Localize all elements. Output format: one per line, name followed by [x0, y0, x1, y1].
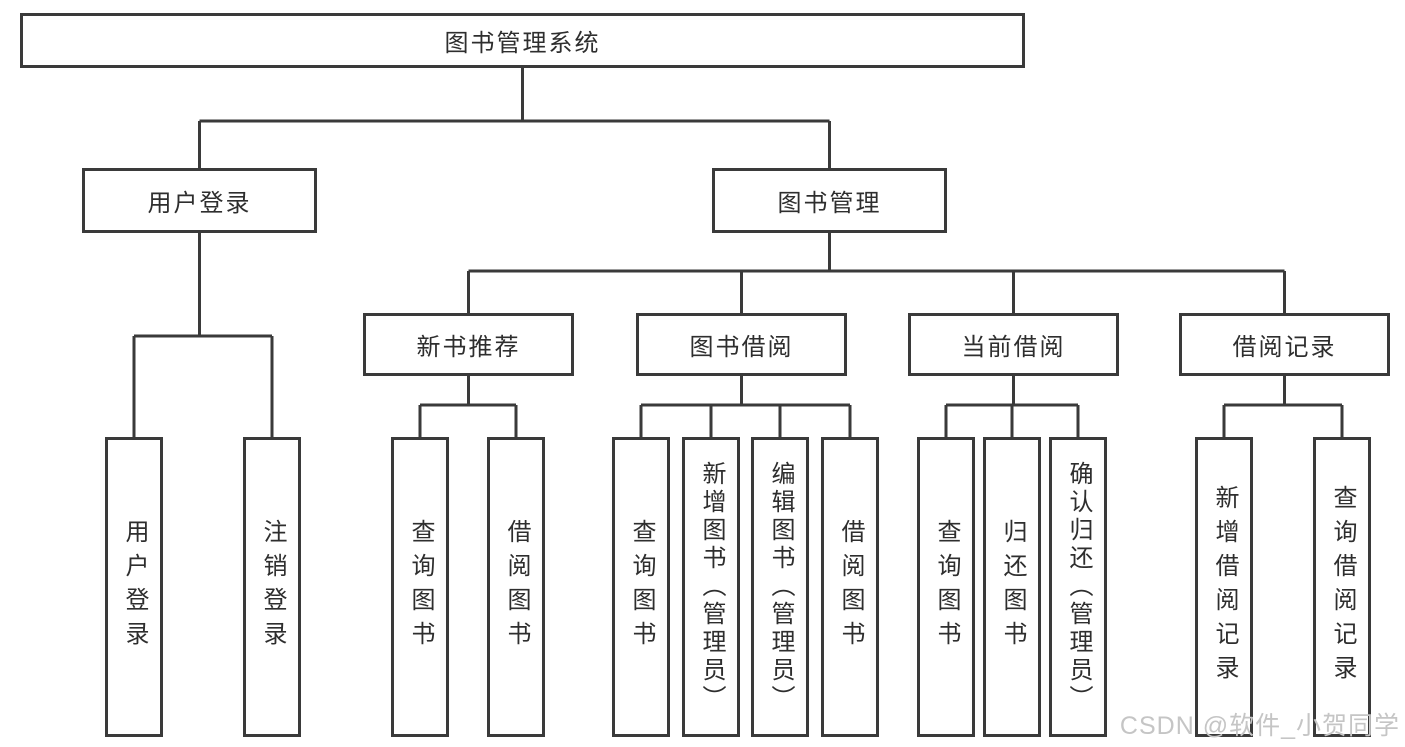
- node-label: 当前借阅: [961, 334, 1066, 361]
- leaf-query-books-borrow: 查询图书: [612, 437, 670, 737]
- node-label: 借阅记录: [1232, 334, 1337, 361]
- node-label: 新增借阅记录: [1211, 485, 1238, 689]
- leaf-logout: 注销登录: [243, 437, 301, 737]
- node-label: 注销登录: [259, 519, 286, 655]
- node-label: 查询图书: [933, 519, 960, 655]
- node-label: 用户登录: [121, 519, 148, 655]
- node-label: 图书借阅: [689, 334, 794, 361]
- node-label: 借阅图书: [837, 519, 864, 655]
- node-user-login: 用户登录: [82, 168, 317, 233]
- node-root: 图书管理系统: [20, 13, 1025, 68]
- leaf-add-borrow-record: 新增借阅记录: [1195, 437, 1253, 737]
- node-label: 查询图书: [407, 519, 434, 655]
- node-label: 查询借阅记录: [1329, 485, 1356, 689]
- node-label: 借阅图书: [503, 519, 530, 655]
- leaf-user-login: 用户登录: [105, 437, 163, 737]
- branch-borrow-records: [1222, 376, 1344, 437]
- node-label: 用户登录: [147, 190, 252, 217]
- node-label: 新增图书（管理员）: [698, 461, 725, 713]
- leaf-return-book: 归还图书: [983, 437, 1041, 737]
- node-current-borrow: 当前借阅: [908, 313, 1119, 376]
- branch-root: [198, 68, 831, 168]
- node-label: 编辑图书（管理员）: [767, 461, 794, 713]
- node-label: 归还图书: [999, 519, 1026, 655]
- leaf-edit-book-admin: 编辑图书（管理员）: [751, 437, 809, 737]
- node-new-book-recommend: 新书推荐: [363, 313, 574, 376]
- node-label: 查询图书: [628, 519, 655, 655]
- node-book-management: 图书管理: [712, 168, 947, 233]
- leaf-query-books-recommend: 查询图书: [391, 437, 449, 737]
- node-book-borrow: 图书借阅: [636, 313, 847, 376]
- node-label: 图书管理: [777, 190, 882, 217]
- watermark-text: CSDN @软件_小贺同学: [1119, 712, 1400, 740]
- leaf-borrow-books-recommend: 借阅图书: [487, 437, 545, 737]
- node-label: 图书管理系统: [444, 30, 601, 57]
- node-label: 新书推荐: [416, 334, 521, 361]
- branch-current-borrow: [944, 376, 1080, 437]
- leaf-query-books-current: 查询图书: [917, 437, 975, 737]
- leaf-borrow-books: 借阅图书: [821, 437, 879, 737]
- branch-book-borrow: [639, 376, 852, 437]
- leaf-add-book-admin: 新增图书（管理员）: [682, 437, 740, 737]
- branch-book-management: [467, 233, 1286, 313]
- branch-user-login: [132, 233, 274, 437]
- leaf-query-borrow-record: 查询借阅记录: [1313, 437, 1371, 737]
- node-label: 确认归还（管理员）: [1065, 461, 1092, 713]
- branch-new-book: [418, 376, 518, 437]
- node-borrow-records: 借阅记录: [1179, 313, 1390, 376]
- leaf-confirm-return-admin: 确认归还（管理员）: [1049, 437, 1107, 737]
